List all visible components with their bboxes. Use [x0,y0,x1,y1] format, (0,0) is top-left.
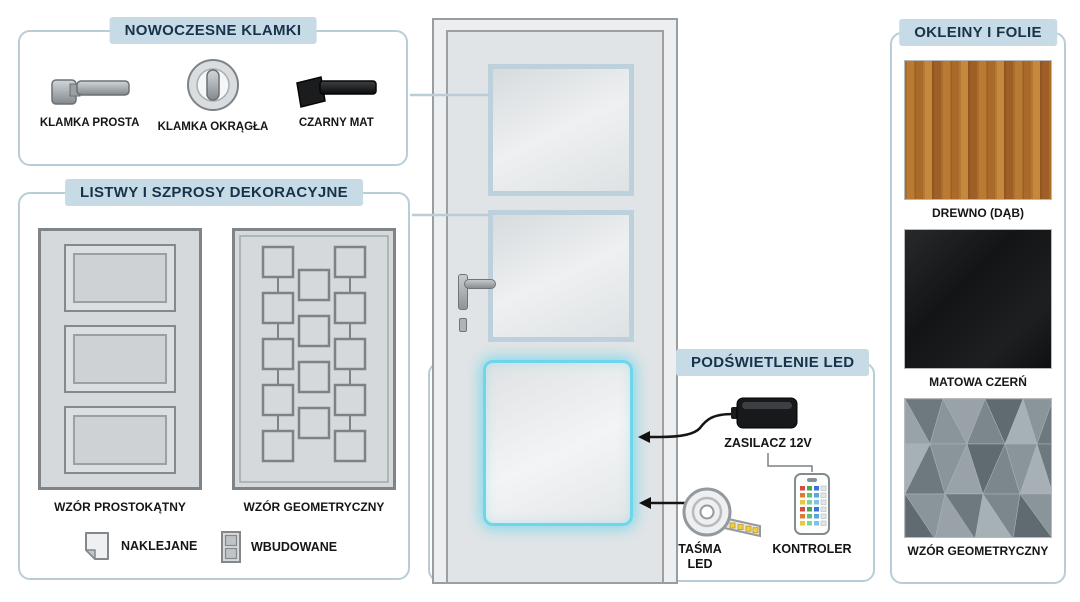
door-glass-middle [488,210,634,342]
door-keyhole [459,318,467,332]
led-panel-title: PODŚWIETLENIE LED [676,349,870,376]
sticker-icon [85,532,109,560]
geometric-grille-icon [239,235,389,483]
handle-round-label: KLAMKA OKRĄGŁA [157,121,269,133]
swatch-block-geometric: WZÓR GEOMETRYCZNY [904,398,1052,558]
remote-controller-icon [794,473,830,535]
modern-handles-panel: NOWOCZESNE KLAMKI KLAMKA PROSTA KLAMKA O… [18,17,408,166]
wood-oak-swatch [904,60,1052,200]
swatch-block-wood: DREWNO (DĄB) [904,60,1052,220]
legend-glued: NAKLEJANE [82,530,197,562]
door-panel-rect [64,406,176,474]
geometric-pattern-door [232,228,396,490]
veneers-panel: OKLEINY I FOLIE DREWNO (DĄB) MATOWA CZER… [890,19,1066,584]
handles-row: KLAMKA PROSTA KLAMKA OKRĄGŁA CZARNY MAT [20,32,406,133]
door-handle-lever [464,279,496,289]
decorative-strips-panel: LISTWY I SZPROSY DEKORACYJNE [18,179,410,580]
door-handle-plate [458,274,468,310]
geometric-pattern-label: WZÓR GEOMETRYCZNY [243,500,385,514]
handle-round-item: KLAMKA OKRĄGŁA [151,56,274,133]
power-supply-label: ZASILACZ 12V [724,436,812,450]
triangle-mesh-icon [905,399,1051,537]
veneers-title: OKLEINY I FOLIE [899,19,1057,46]
handle-black-label: CZARNY MAT [298,117,374,129]
led-strip-label: TAŚMA LED [678,542,722,571]
handle-black-item: CZARNY MAT [275,56,398,133]
matte-black-label: MATOWA CZERŃ [929,375,1027,389]
legend-built-in: WBUDOWANE [220,530,337,564]
built-in-icon [221,531,241,563]
swatch-block-black: MATOWA CZERŃ [904,229,1052,389]
door-panel-rect [64,325,176,393]
legend-built-in-label: WBUDOWANE [251,540,338,554]
power-supply-icon [731,397,798,429]
legend-glued-label: NAKLEJANE [121,539,198,553]
round-knob-handle-icon [186,59,239,111]
geometric-pattern-swatch [904,398,1052,538]
door-glass-top [488,64,634,196]
handle-straight-label: KLAMKA PROSTA [39,117,140,129]
handle-straight-item: KLAMKA PROSTA [28,56,151,133]
straight-lever-handle-icon [50,79,130,105]
modern-handles-title: NOWOCZESNE KLAMKI [109,17,317,44]
led-strip-roll-icon [682,487,761,538]
controller-label: KONTROLER [772,542,852,556]
black-matte-handle-icon [296,76,378,108]
matte-black-swatch [904,229,1052,369]
geometric-swatch-label: WZÓR GEOMETRYCZNY [907,544,1049,558]
door-glass-led-lit [483,360,633,526]
decorative-strips-title: LISTWY I SZPROSY DEKORACYJNE [65,179,363,206]
rectangular-pattern-label: WZÓR PROSTOKĄTNY [54,500,186,514]
wood-oak-label: DREWNO (DĄB) [932,206,1024,220]
rectangular-pattern-door [38,228,202,490]
door-panel-rect [64,244,176,312]
